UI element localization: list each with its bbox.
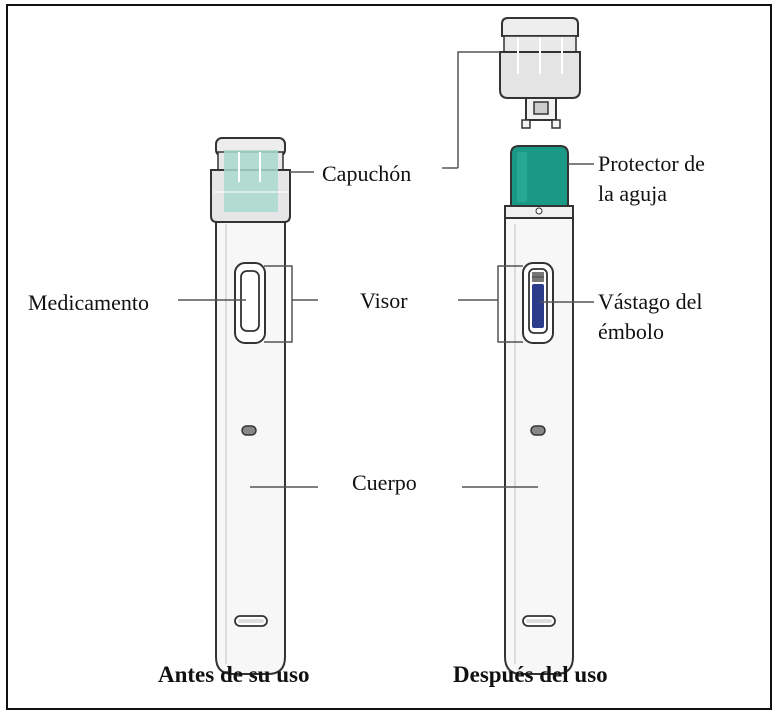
label-protector-line1: Protector de [598,151,705,176]
caption-before-use: Antes de su uso [158,662,310,687]
leader-lines [178,51,594,488]
label-cuerpo: Cuerpo [352,470,417,495]
label-protector-line2: la aguja [598,181,668,206]
label-capuchon: Capuchón [322,161,412,186]
pen-after-use [504,145,574,675]
plunger-rod [532,284,544,328]
removed-cap [499,17,581,129]
diagram-frame: Capuchón Protector de la aguja Medicamen… [6,4,772,710]
pen-before-use [210,137,291,675]
label-vastago-line1: Vástago del [598,289,703,314]
label-medicamento: Medicamento [28,290,149,315]
cap-before [210,137,291,223]
pen-body-before [215,216,286,675]
label-visor: Visor [360,288,408,313]
caption-after-use: Después del uso [453,662,608,687]
autoinjector-illustration [178,17,594,675]
label-vastago-line2: émbolo [598,319,664,344]
window-after [522,262,554,344]
window-before [234,262,266,344]
